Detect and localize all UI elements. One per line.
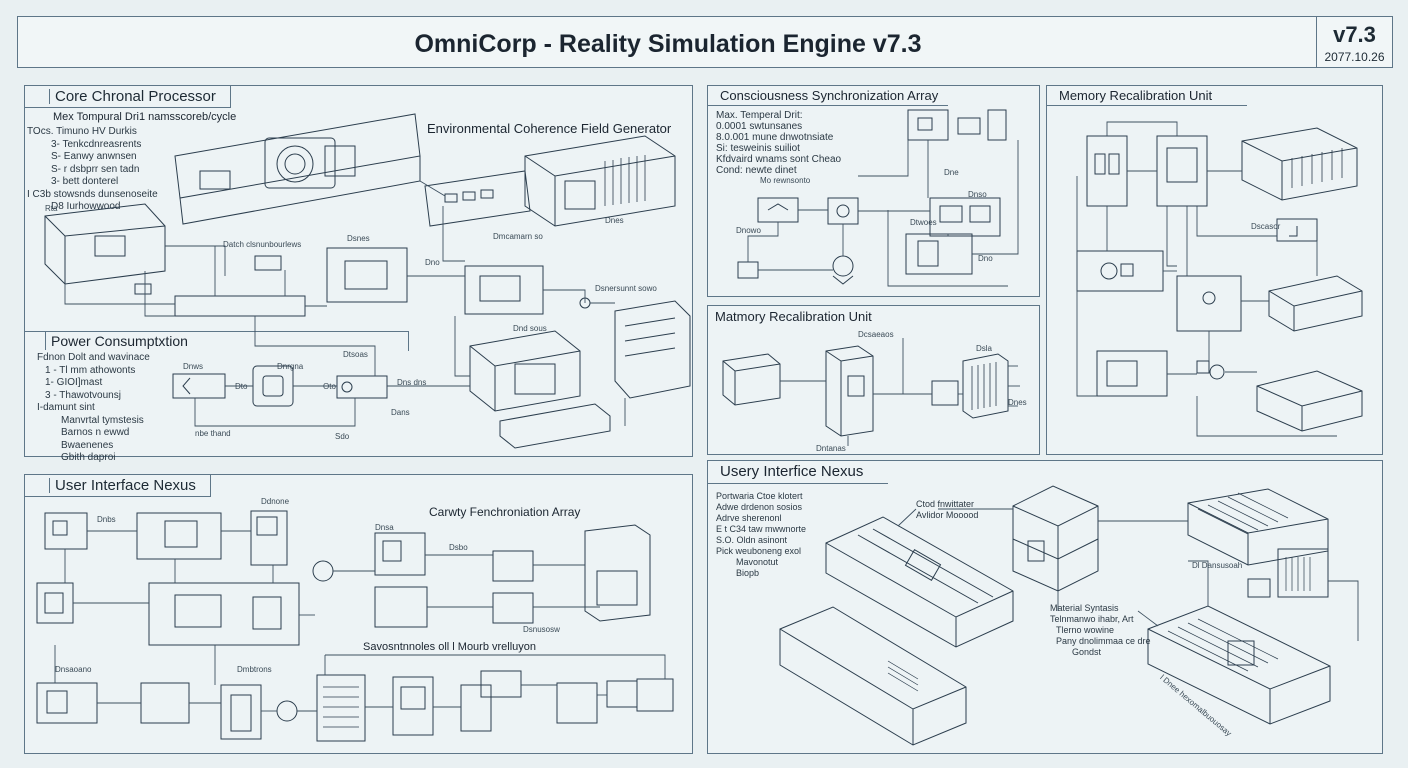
core-label-4: Dno xyxy=(425,258,440,267)
panel-core-chronal-processor: Core Chronal Processor Mex Tompural Dri1… xyxy=(24,85,694,463)
panel-title-power: Power Consumptxtion xyxy=(51,333,188,349)
panel-user-interface-right: Usery Interfice Nexus Portwaria Ctoe klo… xyxy=(707,460,1383,754)
version-box: v7.3 2077.10.26 xyxy=(1316,17,1392,67)
base-unit xyxy=(45,204,165,294)
cabinet xyxy=(615,301,690,398)
cs-label-3: Dnso xyxy=(968,190,987,199)
cs-label-2: Dtwoes xyxy=(910,218,937,227)
uir-label-0: Dl Dansusoah xyxy=(1192,561,1243,570)
ui-chip-module-bottom xyxy=(1148,606,1330,724)
power-label-0: Dnws xyxy=(183,362,204,371)
memory-top-title-rule xyxy=(1047,105,1247,106)
power-device-a xyxy=(173,374,225,398)
power-divider xyxy=(45,332,46,350)
memory-mid-schematic xyxy=(708,306,1041,456)
module-box-b xyxy=(465,266,543,314)
release-date: 2077.10.26 xyxy=(1324,50,1385,64)
env-coherence-label: Environmental Coherence Field Generator xyxy=(427,121,672,136)
cs-label-0: Mo rewnsonto xyxy=(760,176,811,185)
version-label: v7.3 xyxy=(1333,22,1376,47)
cs-label-5: Dno xyxy=(978,254,993,263)
mem-mid-label-0: Dcsaeaos xyxy=(858,330,894,339)
page-title: OmniCorp - Reality Simulation Engine v7.… xyxy=(414,30,922,58)
panel-title-ui-right: Usery Interfice Nexus xyxy=(720,463,864,480)
rail-module xyxy=(175,296,305,316)
panel-title-memory-mid: Matmory Recalibration Unit xyxy=(715,309,872,324)
consciousness-title-rule xyxy=(708,105,948,106)
core-label-0: Datch clsnunbourlews xyxy=(223,240,302,249)
power-device-b xyxy=(253,366,293,406)
uil-label-4: Dsnusosw xyxy=(523,625,560,634)
module-box-a xyxy=(327,248,407,302)
ui-cube-stack xyxy=(1013,486,1098,591)
panel-memory-recalibration-mid: Matmory Recalibration Unit Dcsaeaos Dsla… xyxy=(707,305,1040,455)
power-label-7: nbe thand xyxy=(195,429,231,438)
ui-module-large-a xyxy=(826,517,1013,647)
power-subpanel: Power Consumptxtion xyxy=(25,331,409,351)
cs-label-1: Dne xyxy=(944,168,959,177)
mem-mid-label-3: Dntanas xyxy=(816,444,846,453)
panel-title-memory-top: Memory Recalibration Unit xyxy=(1059,88,1213,103)
core-label-6: Rta xyxy=(45,204,58,213)
bottom-array-label: Savosntnnoles oll l Mourb vrelluyon xyxy=(363,641,537,653)
power-label-6: Sdo xyxy=(335,432,350,441)
panel-title-ui-left: User Interface Nexus xyxy=(25,475,211,497)
panel-title-consciousness: Consciousness Synchronization Array xyxy=(720,88,939,103)
core-label-5: Dnd sous xyxy=(513,324,547,333)
power-label-2: Dto xyxy=(235,382,248,391)
uil-label-0: Dnbs xyxy=(97,515,116,524)
uil-label-5: Dmbtrons xyxy=(237,665,272,674)
core-label-7: Dtsoas xyxy=(343,350,368,359)
core-spec-label: Mex Tompural Dri1 namsscoreb/cycle xyxy=(53,111,237,123)
uil-label-1: Ddnone xyxy=(261,497,290,506)
chronal-processor-body xyxy=(175,114,420,224)
ui-chip-module-top xyxy=(1188,489,1328,597)
panel-title-core: Core Chronal Processor xyxy=(25,86,231,108)
panel-user-interface-left: User Interface Nexus Carwty Fenchroniati… xyxy=(24,474,693,754)
ui-right-schematic xyxy=(708,461,1384,755)
panel-consciousness-sync: Consciousness Synchronization Array Max.… xyxy=(707,85,1040,297)
power-label-5: Dans xyxy=(391,408,410,417)
power-label-4: Dns dns xyxy=(397,378,427,387)
power-label-3: Oto xyxy=(323,382,336,391)
uil-label-3: Dsbo xyxy=(449,543,468,552)
ui-left-schematic xyxy=(25,475,694,755)
core-schematic xyxy=(25,86,694,458)
consciousness-schematic xyxy=(708,86,1041,298)
cs-label-4: Dnowo xyxy=(736,226,761,235)
core-label-2: Dmcamarn so xyxy=(493,232,543,241)
core-label-1: Dsnes xyxy=(347,234,370,243)
machine-block xyxy=(470,331,580,411)
sync-array-label: Carwty Fenchroniation Array xyxy=(429,505,581,519)
ui-module-large-b xyxy=(780,607,966,745)
core-label-8: Dnes xyxy=(605,216,624,225)
mem-mid-label-2: Dnes xyxy=(1008,398,1027,407)
env-generator xyxy=(425,136,675,226)
ui-right-title-rule xyxy=(708,483,888,484)
memory-top-schematic xyxy=(1047,86,1384,456)
title-bar: OmniCorp - Reality Simulation Engine v7.… xyxy=(17,16,1393,68)
panel-memory-recalibration-top: Memory Recalibration Unit Dscasor xyxy=(1046,85,1383,455)
uil-label-6: Dnsaoano xyxy=(55,665,92,674)
uil-label-2: Dnsa xyxy=(375,523,394,532)
mem-top-label-0: Dscasor xyxy=(1251,222,1281,231)
core-label-3: Dsnersunnt sowo xyxy=(595,284,657,293)
mem-mid-label-1: Dsla xyxy=(976,344,993,353)
power-device-c xyxy=(337,376,387,398)
